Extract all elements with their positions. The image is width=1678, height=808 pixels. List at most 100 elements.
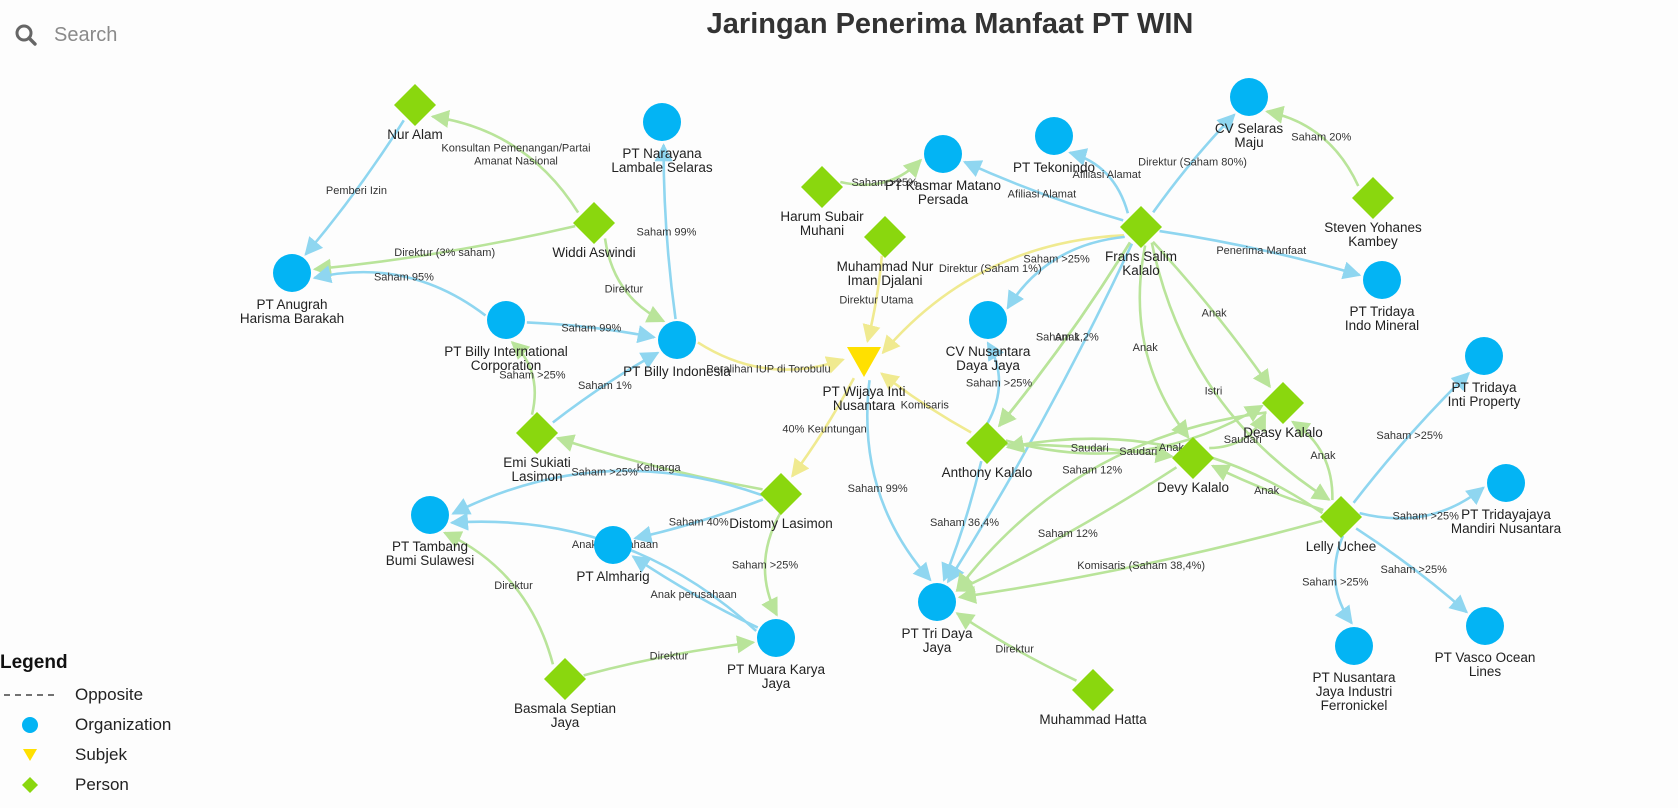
organization-circle-icon[interactable] bbox=[1487, 464, 1525, 502]
node-widdi[interactable]: Widdi Aswindi bbox=[552, 202, 636, 260]
organization-circle-icon[interactable] bbox=[1363, 261, 1401, 299]
edge-basmala-tambang bbox=[442, 531, 555, 665]
node-tekonindo[interactable]: PT Tekonindo bbox=[1013, 117, 1095, 175]
node-label: Deasy Kalalo bbox=[1243, 425, 1323, 440]
person-diamond-icon[interactable] bbox=[573, 202, 615, 244]
organization-circle-icon[interactable] bbox=[1466, 607, 1504, 645]
node-almharig[interactable]: PT Almharig bbox=[576, 526, 650, 584]
search-icon bbox=[15, 24, 37, 46]
person-diamond-icon[interactable] bbox=[1352, 177, 1394, 219]
organization-circle-icon[interactable] bbox=[1035, 117, 1073, 155]
edge-deasy-tri_daya bbox=[955, 411, 1267, 592]
edge-label: Penerima Manfaat bbox=[1216, 245, 1306, 257]
search-input[interactable] bbox=[52, 22, 256, 48]
organization-circle-icon[interactable] bbox=[1465, 337, 1503, 375]
edge-wijaya-tri_daya bbox=[866, 380, 932, 582]
organization-circle-icon[interactable] bbox=[757, 619, 795, 657]
node-lelly[interactable]: Lelly Uchee bbox=[1306, 496, 1377, 554]
organization-circle-icon[interactable] bbox=[924, 135, 962, 173]
person-diamond-icon[interactable] bbox=[801, 166, 843, 208]
node-label: Muhammad Hatta bbox=[1039, 712, 1147, 727]
organization-circle-icon[interactable] bbox=[969, 301, 1007, 339]
person-diamond-icon[interactable] bbox=[544, 658, 586, 700]
node-deasy[interactable]: Deasy Kalalo bbox=[1243, 382, 1323, 440]
organization-circle-icon[interactable] bbox=[273, 254, 311, 292]
person-diamond-icon[interactable] bbox=[1120, 206, 1162, 248]
edge-label: Peralihan IUP di Torobulu bbox=[706, 364, 830, 376]
organization-circle-icon[interactable] bbox=[487, 301, 525, 339]
edge-anthony-wijaya bbox=[880, 372, 972, 434]
node-anthony[interactable]: Anthony Kalalo bbox=[942, 422, 1033, 480]
person-diamond-icon[interactable] bbox=[394, 84, 436, 126]
node-distomy[interactable]: Distomy Lasimon bbox=[729, 473, 833, 531]
edge-label: Anak bbox=[1202, 308, 1228, 320]
edge-label: Saham >25% bbox=[1381, 564, 1448, 576]
person-diamond-icon[interactable] bbox=[760, 473, 802, 515]
edge-frans-wijaya bbox=[881, 234, 1124, 355]
legend-label: Organization bbox=[75, 715, 172, 734]
edge-label: Saudari bbox=[1119, 446, 1157, 458]
edge-wijaya-distomy bbox=[791, 377, 856, 478]
edge-label: Saham 99% bbox=[637, 227, 697, 239]
organization-circle-icon[interactable] bbox=[411, 496, 449, 534]
search-bar[interactable] bbox=[10, 18, 270, 52]
subject-triangle-icon[interactable] bbox=[847, 347, 881, 377]
edge-distomy-muara bbox=[761, 512, 782, 617]
node-devy[interactable]: Devy Kalalo bbox=[1157, 437, 1229, 495]
edge-steven-cv_selaras bbox=[1265, 105, 1360, 187]
person-diamond-icon[interactable] bbox=[1262, 382, 1304, 424]
person-diamond-icon[interactable] bbox=[1320, 496, 1362, 538]
organization-circle-icon[interactable] bbox=[1230, 78, 1268, 116]
node-nur_alam[interactable]: Nur Alam bbox=[387, 84, 443, 142]
edge-frans-tekonindo bbox=[1068, 148, 1130, 214]
edge-anthony-deasy bbox=[1005, 404, 1264, 455]
edge-label: Anak bbox=[1133, 342, 1159, 354]
node-muh_hatta[interactable]: Muhammad Hatta bbox=[1039, 669, 1147, 727]
person-diamond-icon[interactable] bbox=[864, 216, 906, 258]
node-billy_indo[interactable]: PT Billy Indonesia bbox=[623, 321, 731, 379]
person-diamond-icon[interactable] bbox=[1072, 669, 1114, 711]
edge-anthony-cv_nusantara bbox=[986, 341, 1004, 425]
edge-label: Anak bbox=[1254, 485, 1280, 497]
edge-lelly-tri_daya bbox=[957, 519, 1323, 604]
organization-circle-icon[interactable] bbox=[594, 526, 632, 564]
edge-label: Direktur (Saham 1%) bbox=[939, 263, 1042, 275]
organization-circle-icon[interactable] bbox=[643, 103, 681, 141]
organization-circle-icon[interactable] bbox=[658, 321, 696, 359]
edge-label: Saudari bbox=[1224, 434, 1262, 446]
organization-circle-icon[interactable] bbox=[1335, 627, 1373, 665]
person-diamond-icon[interactable] bbox=[516, 412, 558, 454]
node-label: Widdi Aswindi bbox=[552, 245, 635, 260]
person-diamond-icon[interactable] bbox=[1172, 437, 1214, 479]
edges-layer bbox=[304, 105, 1485, 682]
person-diamond-icon[interactable] bbox=[966, 422, 1008, 464]
organization-circle-icon[interactable] bbox=[918, 583, 956, 621]
